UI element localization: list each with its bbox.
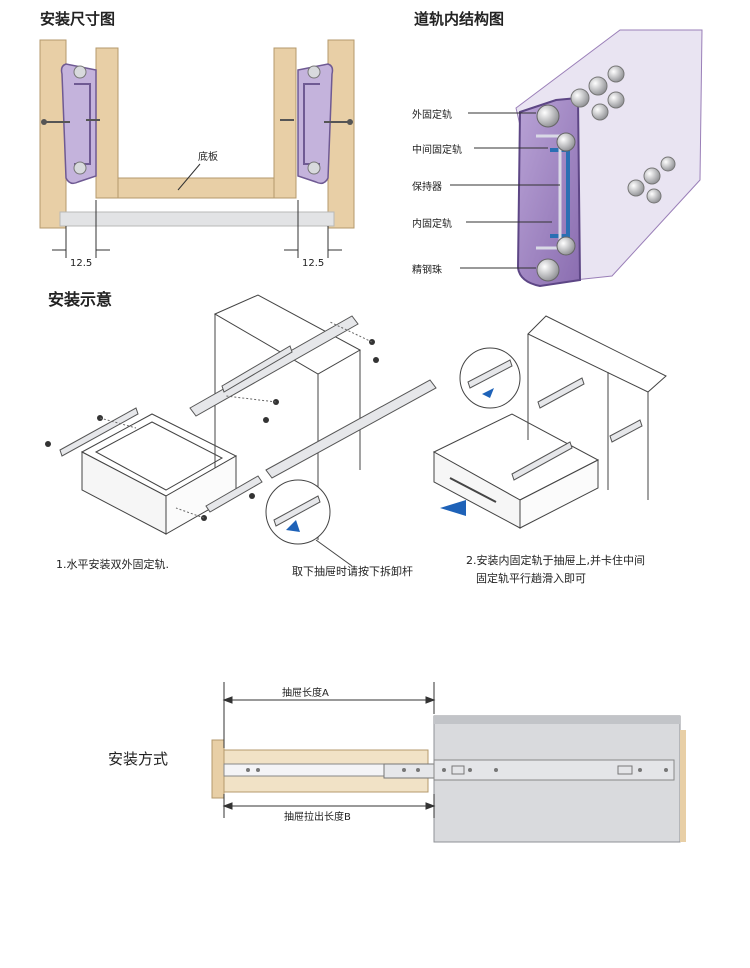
dimension-b bbox=[222, 794, 436, 818]
step1-screw-guides bbox=[99, 321, 373, 519]
cabinet-back-panel bbox=[680, 730, 686, 842]
push-direction-arrow bbox=[440, 500, 466, 516]
right-drawer-side bbox=[273, 47, 297, 199]
dimension-a bbox=[222, 682, 436, 748]
cabinet-left-drawing bbox=[80, 294, 362, 540]
cabinet-top-edge bbox=[434, 716, 680, 724]
right-rail-assembly bbox=[280, 63, 353, 185]
install-method-title: 安装方式 bbox=[108, 750, 169, 768]
steel-ball-mid bbox=[556, 132, 576, 152]
bottom-board-leader bbox=[177, 163, 201, 191]
step1-rails bbox=[59, 315, 437, 513]
steel-ball-lower bbox=[556, 236, 576, 256]
middle-rail-profile bbox=[536, 134, 562, 250]
pull-out-length-label: 抽屉拉出长度B bbox=[284, 812, 351, 823]
part-inner-rail: 内固定轨 bbox=[412, 219, 452, 230]
part-steel-ball: 精钢珠 bbox=[412, 265, 442, 276]
cabinet-right-drawing bbox=[432, 315, 667, 529]
bottom-board-label: 底板 bbox=[198, 152, 218, 163]
left-rail-assembly bbox=[41, 63, 100, 185]
floor-plate bbox=[59, 211, 335, 227]
remove-lever-caption: 取下抽屉时请按下拆卸杆 bbox=[292, 565, 413, 578]
drawer-length-label: 抽屉长度A bbox=[282, 688, 329, 699]
part-retainer: 保持器 bbox=[412, 182, 442, 193]
step2-rails bbox=[511, 377, 643, 481]
dimension-lines bbox=[52, 200, 342, 258]
drawer-front bbox=[211, 739, 225, 799]
install-dimensions-title: 安装尺寸图 bbox=[40, 10, 116, 28]
install-diagram-title: 安装示意 bbox=[48, 290, 113, 309]
left-gap-label: 12.5 bbox=[70, 258, 93, 269]
step1-caption: 1.水平安装双外固定轨. bbox=[56, 558, 169, 571]
drawer-bottom-board bbox=[117, 177, 275, 199]
part-middle-rail: 中间固定轨 bbox=[412, 145, 462, 156]
part-outer-rail: 外固定轨 bbox=[412, 110, 452, 121]
steel-ball-top bbox=[536, 104, 560, 128]
ball-row-top bbox=[570, 65, 625, 121]
outer-rail bbox=[433, 759, 675, 781]
steel-ball-bottom bbox=[536, 258, 560, 282]
right-gap-label: 12.5 bbox=[302, 258, 325, 269]
part-leader-lines bbox=[450, 112, 560, 269]
ball-row-lower bbox=[627, 156, 676, 204]
rail-structure-title: 道轨内结构图 bbox=[414, 10, 505, 28]
step2-caption-line1: 2.安装内固定轨于抽屉上,并卡住中间 bbox=[466, 554, 645, 567]
rail-holes bbox=[246, 765, 668, 775]
step2-caption-line2: 固定轨平行趟滑入即可 bbox=[476, 572, 586, 585]
